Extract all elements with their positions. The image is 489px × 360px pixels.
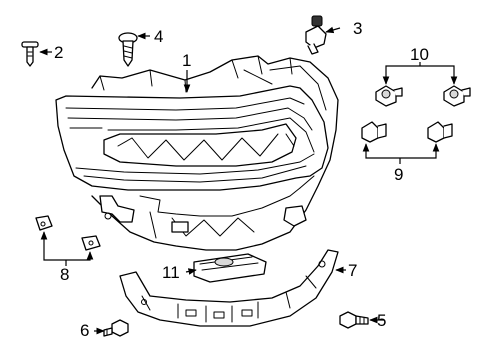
clip-upper	[35, 215, 53, 231]
headlamp-assembly	[55, 55, 339, 251]
bulb-left	[361, 121, 387, 143]
callout-7: 7	[348, 261, 357, 280]
callout-1: 1	[182, 51, 191, 70]
screw-fastener	[118, 32, 138, 67]
mounting-bracket	[119, 249, 339, 327]
leader-lines	[39, 26, 458, 324]
callout-labels: 1 2 3 4 5 6 7 8 9 10 11	[54, 19, 429, 340]
bolt-right	[339, 311, 369, 329]
callout-4: 4	[154, 27, 163, 46]
control-module	[193, 253, 267, 283]
headlamp-socket	[305, 15, 327, 55]
bulb-right	[427, 121, 453, 143]
callout-2: 2	[54, 43, 63, 62]
clip-lower	[81, 235, 101, 251]
bulb-socket-left	[375, 85, 403, 107]
bolt-left	[103, 319, 129, 337]
push-pin-fastener	[21, 41, 39, 67]
bulb-socket-right	[443, 85, 471, 107]
callout-10: 10	[410, 45, 429, 64]
callout-11: 11	[162, 263, 180, 282]
callout-6: 6	[80, 321, 89, 340]
callout-5: 5	[377, 311, 386, 330]
callout-3: 3	[353, 19, 362, 38]
callout-9: 9	[394, 165, 403, 184]
callout-8: 8	[60, 265, 69, 284]
